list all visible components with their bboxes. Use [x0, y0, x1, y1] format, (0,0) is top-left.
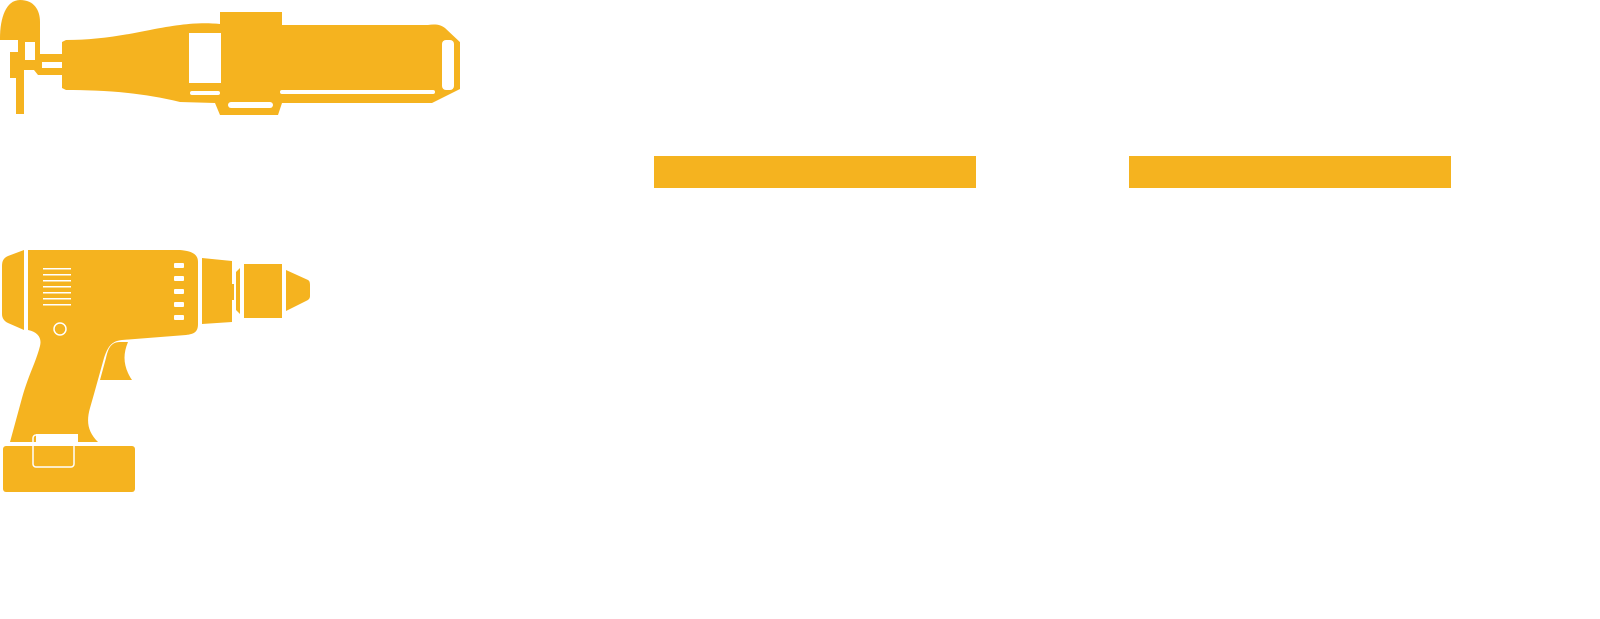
placeholder-bar-1 — [654, 156, 976, 188]
reciprocating-saw-icon — [0, 0, 460, 115]
cordless-drill-icon — [2, 250, 310, 492]
placeholder-bar-2 — [1129, 156, 1451, 188]
